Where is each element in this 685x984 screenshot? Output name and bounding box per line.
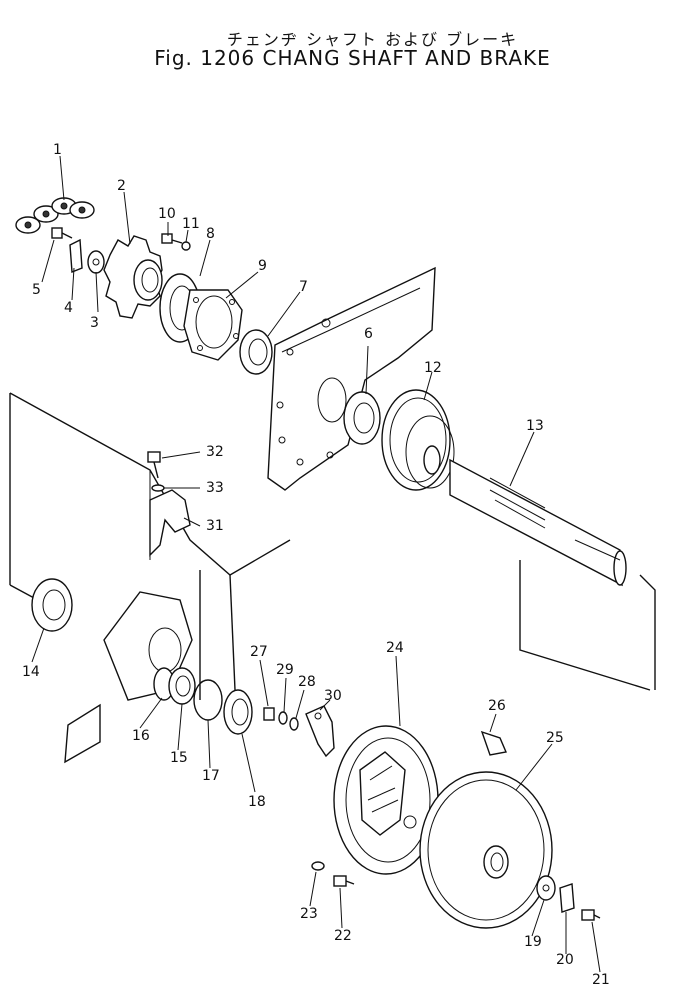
bolt-part-21 <box>581 909 601 921</box>
callout-1: 1 <box>53 142 62 158</box>
shaft-part-13 <box>449 458 627 587</box>
figure-title-japanese: チェンヂ シャフト および ブレーキ <box>226 30 519 49</box>
washer-part-11 <box>181 241 191 251</box>
bolt-part-5 <box>51 227 73 239</box>
callout-25: 25 <box>546 730 564 746</box>
callout-32: 32 <box>206 444 224 460</box>
seal-part-18 <box>223 689 253 735</box>
bolt-part-32 <box>147 451 161 479</box>
washer-part-23 <box>311 861 325 871</box>
washer-part-19 <box>536 875 556 901</box>
callout-19: 19 <box>524 934 542 950</box>
bracket-part-31 <box>149 489 191 557</box>
callout-31: 31 <box>206 518 224 534</box>
nut-part-27 <box>263 707 275 721</box>
callout-10: 10 <box>158 206 176 222</box>
housing-plate <box>267 266 436 491</box>
transmission-case <box>9 392 656 764</box>
callout-21: 21 <box>592 972 610 984</box>
callout-6: 6 <box>364 326 373 342</box>
washer-part-29 <box>278 711 288 725</box>
callout-23: 23 <box>300 906 318 922</box>
o-ring-part-17 <box>193 679 223 721</box>
bearing-part-6 <box>343 391 381 445</box>
washer-part-4 <box>69 238 83 274</box>
callout-5: 5 <box>32 282 41 298</box>
brake-drum-part-25 <box>419 771 553 929</box>
callout-20: 20 <box>556 952 574 968</box>
washer-part-33 <box>151 484 165 492</box>
callout-22: 22 <box>334 928 352 944</box>
callout-9: 9 <box>258 258 267 274</box>
bolt-part-10 <box>161 233 183 244</box>
bearing-part-7 <box>239 329 273 375</box>
callout-16: 16 <box>132 728 150 744</box>
callout-labels: 1 2 3 4 5 6 7 8 9 10 11 12 13 14 15 16 1… <box>22 142 610 984</box>
leader-lines <box>31 155 601 973</box>
callout-30: 30 <box>324 688 342 704</box>
cover-part-9 <box>183 289 243 361</box>
callout-13: 13 <box>526 418 544 434</box>
callout-4: 4 <box>64 300 73 316</box>
callout-3: 3 <box>90 315 99 331</box>
gear-part-12 <box>381 389 455 491</box>
callout-8: 8 <box>206 226 215 242</box>
fitting-part-26 <box>480 730 507 756</box>
sprocket-part-2 <box>103 235 163 319</box>
callout-24: 24 <box>386 640 404 656</box>
bearing-part-15 <box>168 667 196 705</box>
bearing-part-14 <box>31 578 73 632</box>
lever-part-30 <box>305 705 335 758</box>
callout-33: 33 <box>206 480 224 496</box>
callout-11: 11 <box>182 216 200 232</box>
plate-part-3 <box>87 250 105 274</box>
callout-12: 12 <box>424 360 442 376</box>
callout-29: 29 <box>276 662 294 678</box>
callout-17: 17 <box>202 768 220 784</box>
callout-26: 26 <box>488 698 506 714</box>
callout-28: 28 <box>298 674 316 690</box>
callout-2: 2 <box>117 178 126 194</box>
brake-assembly-part-24 <box>333 725 439 875</box>
callout-7: 7 <box>299 279 308 295</box>
plate-part-20 <box>559 883 575 913</box>
callout-27: 27 <box>250 644 268 660</box>
bolt-part-22 <box>333 875 355 887</box>
washer-part-28 <box>289 717 299 731</box>
callout-14: 14 <box>22 664 40 680</box>
callout-15: 15 <box>170 750 188 766</box>
callout-18: 18 <box>248 794 266 810</box>
figure-title: Fig. 1206 CHANG SHAFT AND BRAKE <box>154 46 551 70</box>
